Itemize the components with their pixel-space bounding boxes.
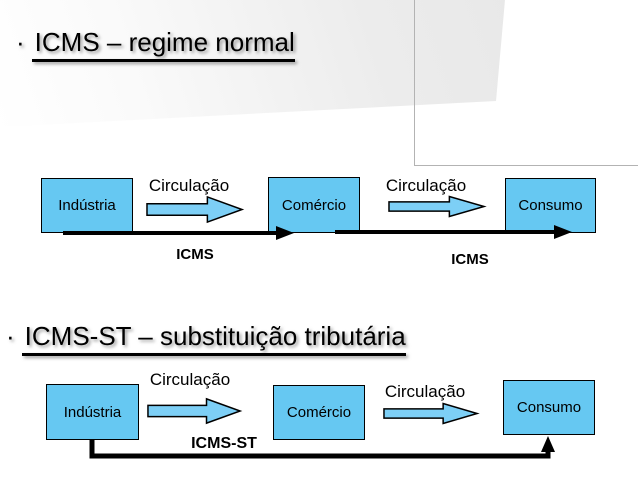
label-circulacao-3: Circulação [149,370,231,389]
circulacao-block-arrow-2 [388,195,487,218]
section-title-icms-st: ·ICMS-ST – substituição tributária [6,321,406,356]
label-icms-st: ICMS-ST [191,435,257,452]
label-circulacao-1: Circulação [148,176,230,195]
bullet-icon: · [16,27,25,57]
label-circulacao-2: Circulação [385,176,467,195]
circulacao-block-arrow-3 [147,397,243,425]
box-comercio-2: Comércio [273,385,365,440]
section-title-2-text: ICMS-ST – substituição tributária [21,321,406,356]
box-comercio-1: Comércio [268,177,360,233]
box-industria-1: Indústria [41,178,133,233]
box-consumo-1-label: Consumo [518,197,583,214]
box-industria-2: Indústria [46,384,139,440]
background-frame-rect [414,0,638,166]
box-comercio-1-label: Comércio [281,196,347,214]
box-industria-2-label: Indústria [63,403,122,421]
circulacao-block-arrow-4 [383,402,480,425]
section-title-regime-normal: ·ICMS – regime normal [16,27,295,62]
box-consumo-2-label: Consumo [516,399,582,416]
section-title-1-text: ICMS – regime normal [31,27,295,62]
box-industria-1-label: Indústria [58,197,116,214]
box-consumo-2: Consumo [503,380,595,435]
bullet-icon: · [6,321,15,351]
label-icms-2: ICMS [451,251,489,268]
label-circulacao-4: Circulação [384,382,466,401]
box-comercio-2-label: Comércio [286,404,352,421]
box-consumo-1: Consumo [505,178,596,233]
label-icms-1: ICMS [176,246,214,263]
circulacao-block-arrow-1 [146,195,245,224]
